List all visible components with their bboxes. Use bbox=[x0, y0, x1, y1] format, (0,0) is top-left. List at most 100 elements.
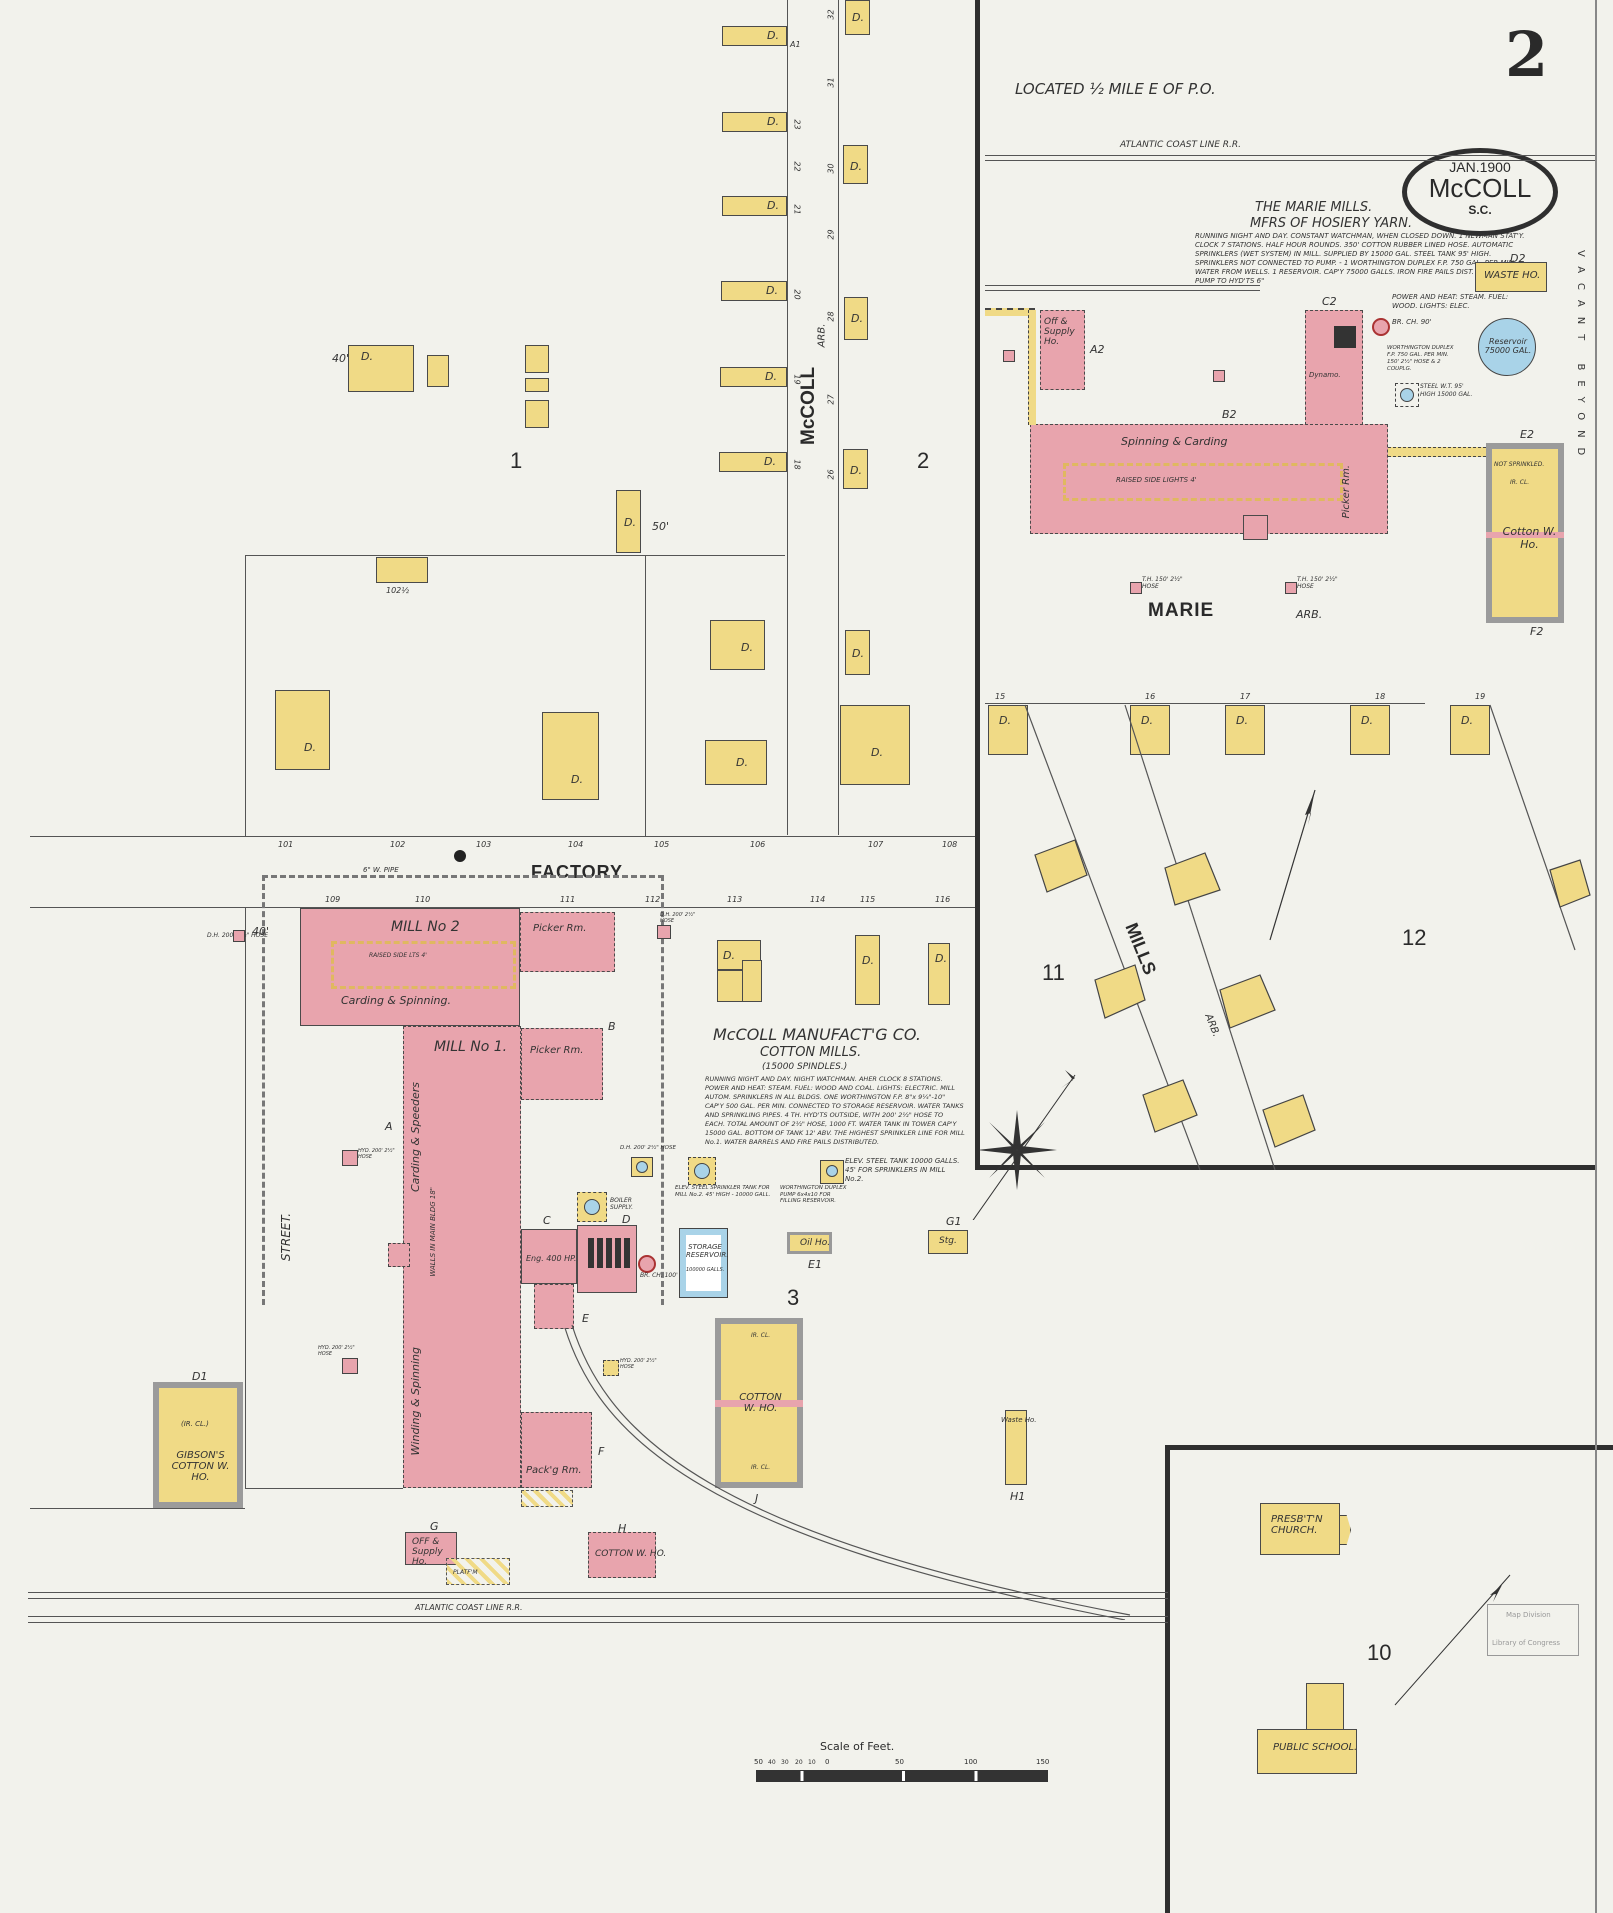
railroad-spur bbox=[564, 1324, 1131, 1620]
house-number: 111 bbox=[560, 895, 576, 904]
stamp-state: S.C. bbox=[1468, 203, 1492, 217]
scale-title: Scale of Feet. bbox=[820, 1740, 895, 1753]
house-number: 116 bbox=[935, 895, 951, 904]
platform-strip bbox=[985, 308, 1035, 316]
tank-icon bbox=[826, 1165, 838, 1177]
right-edge bbox=[1595, 0, 1597, 1913]
drinking-hydrant bbox=[631, 1157, 653, 1177]
house-number: 22 bbox=[792, 161, 802, 172]
house-number: 27 bbox=[826, 394, 836, 405]
scale-tick: 100 bbox=[964, 1758, 978, 1766]
street-marie: MARIE bbox=[1148, 600, 1215, 621]
lot-line bbox=[30, 1508, 245, 1509]
dwelling: D. bbox=[705, 740, 767, 785]
block-number: 3 bbox=[787, 1285, 800, 1310]
hydrant-label: HYD. 200' 2½" HOSE bbox=[620, 1358, 657, 1370]
platform: PLATF'M bbox=[446, 1558, 510, 1585]
compass-rose-icon bbox=[972, 1070, 1076, 1220]
dwelling: D. bbox=[719, 452, 787, 472]
picker-room-2: Picker Rm. bbox=[520, 912, 615, 972]
storage-shed: Stg. bbox=[928, 1230, 968, 1254]
lot-letter: J bbox=[755, 1492, 759, 1505]
hydrant-icon bbox=[1003, 350, 1015, 362]
raised-skylight: RAISED SIDE LTS 4' bbox=[331, 941, 516, 989]
hydrant-icon bbox=[1285, 582, 1297, 594]
house-number: 29 bbox=[826, 229, 836, 240]
dwelling: D. bbox=[843, 145, 868, 184]
lot-letter: G bbox=[430, 1520, 439, 1533]
title-stamp: JAN.1900 McCOLL S.C. bbox=[1402, 148, 1558, 236]
dwelling: D. bbox=[928, 943, 950, 1005]
lot-line bbox=[985, 285, 1260, 286]
library-stamp: Map Division Library of Congress bbox=[1487, 1604, 1579, 1656]
elevated-steel-tank bbox=[820, 1160, 844, 1184]
fire-wall bbox=[715, 1400, 803, 1407]
house-number: 18 bbox=[1375, 692, 1386, 701]
scale-bar bbox=[756, 1770, 1048, 1782]
house-number: 104 bbox=[568, 840, 584, 849]
inset-border-left bbox=[1165, 1445, 1170, 1913]
dwelling: D. bbox=[845, 0, 870, 35]
mill-no-1: MILL No 1. Carding & Speeders WALLS IN M… bbox=[403, 1026, 521, 1488]
marie-mills-subtitle: MFRS OF HOSIERY YARN. bbox=[1250, 216, 1413, 231]
scale-tick: 50 bbox=[754, 1758, 763, 1766]
north-arrow-icon bbox=[1394, 1574, 1511, 1706]
boiler-icon bbox=[1334, 326, 1356, 348]
house-number: 23 bbox=[792, 119, 802, 130]
stamp-date: JAN.1900 bbox=[1449, 159, 1511, 175]
mill-no-2: MILL No 2 RAISED SIDE LTS 4' Carding & S… bbox=[300, 908, 520, 1026]
packing-room: Pack'g Rm. bbox=[521, 1412, 592, 1488]
rail-bottom-2 bbox=[28, 1598, 1168, 1599]
tower bbox=[388, 1243, 410, 1267]
hydrant-label: HYD. 200' 2½" HOSE bbox=[318, 1345, 355, 1357]
marie-reservoir: Reservoir 75000 GAL. bbox=[1478, 318, 1536, 376]
tank-note: ELEV. STEEL TANK 10000 GALLS. 45' FOR SP… bbox=[845, 1157, 960, 1183]
lot-letter: B bbox=[608, 1020, 616, 1033]
hydrant-icon bbox=[342, 1150, 358, 1166]
marie-power-note: POWER AND HEAT: STEAM. FUEL: WOOD. LIGHT… bbox=[1392, 293, 1509, 310]
covered-walkway bbox=[1388, 447, 1486, 457]
gibsons-cotton-warehouse: (IR. CL.) GIBSON'S COTTON W. HO. bbox=[153, 1382, 243, 1508]
engine-room: Eng. 400 HP. bbox=[521, 1229, 577, 1284]
house-number: 18 bbox=[792, 459, 802, 470]
dwelling: D. bbox=[840, 705, 910, 785]
mccoll-mfg-spindles: (15000 SPINDLES.) bbox=[762, 1062, 848, 1072]
mills-street-lines bbox=[1024, 704, 1591, 1170]
lot-letter: A bbox=[385, 1120, 393, 1133]
marie-engine-house: Dynamo. bbox=[1305, 310, 1363, 425]
house-number: 21 bbox=[792, 204, 802, 215]
dwelling: D. bbox=[721, 281, 787, 301]
hydrant-icon bbox=[1213, 370, 1225, 382]
house-number: 101 bbox=[278, 840, 294, 849]
street-marie-arb: ARB. bbox=[1296, 608, 1323, 621]
oil-house: Oil Ho. bbox=[787, 1232, 832, 1254]
dwelling: D. bbox=[844, 297, 868, 340]
boilers-icon bbox=[588, 1238, 633, 1268]
picker-room-1: Picker Rm. bbox=[521, 1028, 603, 1100]
lot-letter: G1 bbox=[946, 1215, 962, 1228]
lot-letter: E bbox=[582, 1312, 589, 1325]
dwelling: D. bbox=[722, 112, 787, 132]
scale-tick: 20 bbox=[795, 1759, 803, 1766]
lot-line bbox=[245, 1488, 403, 1489]
drinking-hydrant-icon bbox=[454, 850, 466, 862]
shed-icon bbox=[376, 557, 428, 583]
dwelling: D. bbox=[616, 490, 641, 553]
lot-letter: E2 bbox=[1520, 428, 1534, 441]
hydrant-icon bbox=[603, 1360, 619, 1376]
hydrant-label: T.H. 150' 2½" HOSE bbox=[1297, 576, 1338, 590]
block-number: 11 bbox=[1042, 960, 1065, 985]
outbuilding bbox=[427, 355, 449, 387]
scale-tick: 150 bbox=[1036, 1758, 1050, 1766]
block-number: 12 bbox=[1402, 925, 1427, 950]
tank-icon bbox=[1400, 388, 1414, 402]
lot-letter: F bbox=[598, 1445, 605, 1458]
lot-letter: H1 bbox=[1010, 1490, 1026, 1503]
marie-steel-tank-note: STEEL W.T. 95' HIGH 15000 GAL. bbox=[1420, 383, 1473, 398]
boiler-room bbox=[577, 1225, 637, 1293]
location-note: LOCATED ½ MILE E OF P.O. bbox=[1015, 80, 1216, 98]
lot-line bbox=[245, 555, 246, 837]
boiler-chimney-icon bbox=[1372, 318, 1390, 336]
tank-icon bbox=[694, 1163, 710, 1179]
